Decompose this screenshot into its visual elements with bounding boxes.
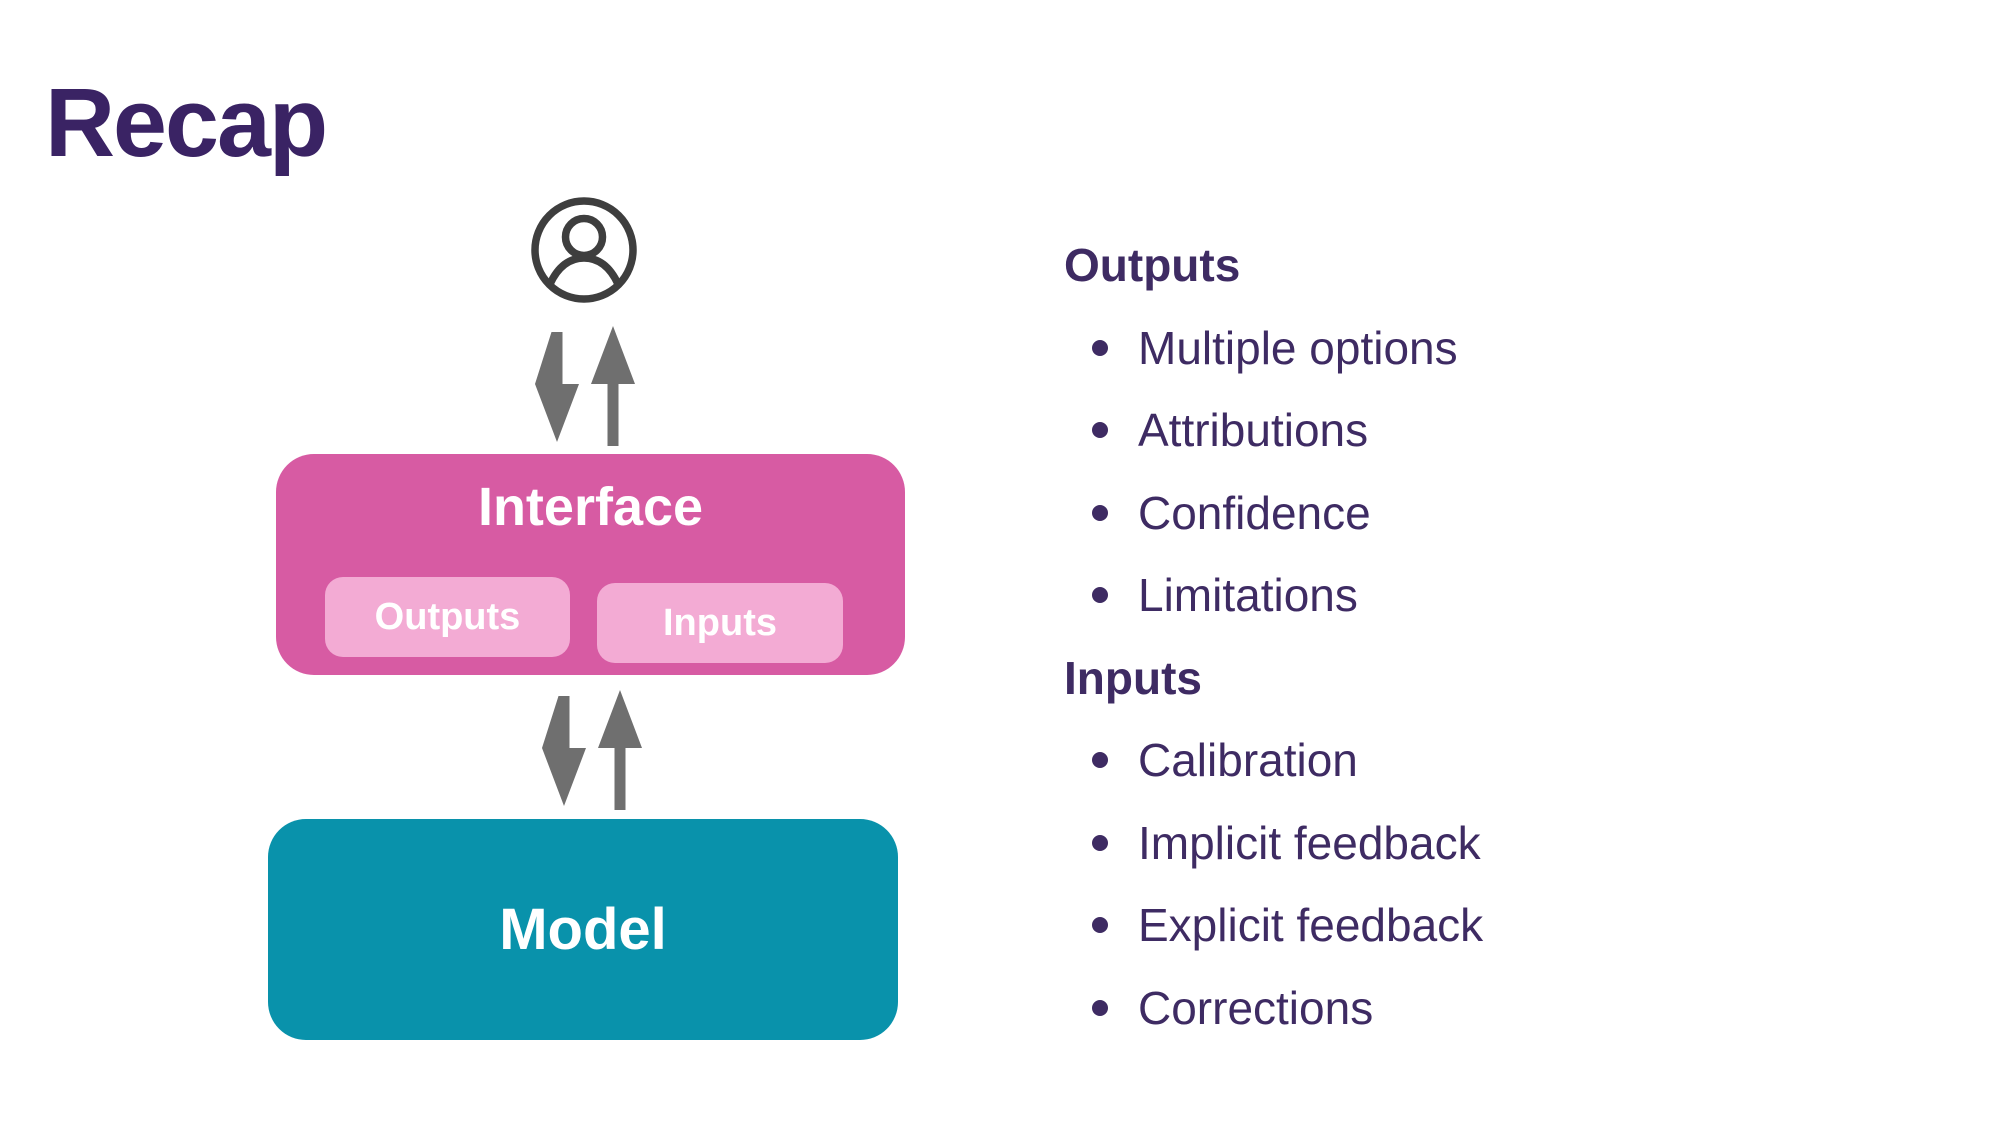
bullet-icon bbox=[1092, 917, 1108, 934]
user-icon bbox=[531, 197, 637, 303]
interface-model-arrows bbox=[542, 690, 642, 810]
bullet-icon bbox=[1092, 752, 1108, 769]
list-item: Explicit feedback bbox=[1064, 884, 1483, 967]
bullet-icon bbox=[1092, 999, 1108, 1016]
list-item: Multiple options bbox=[1064, 307, 1483, 390]
interface-box-label: Interface bbox=[477, 477, 704, 537]
list-item: Calibration bbox=[1064, 719, 1483, 802]
user-interface-arrows bbox=[535, 326, 635, 446]
inputs-section-heading: Inputs bbox=[1064, 651, 1202, 704]
down-arrow-icon bbox=[535, 332, 579, 442]
up-arrow-icon bbox=[598, 690, 642, 810]
bullet-icon bbox=[1092, 422, 1108, 439]
list-item: Limitations bbox=[1064, 554, 1483, 637]
interface-inputs-subbox: Inputs bbox=[597, 583, 843, 663]
up-arrow-icon bbox=[591, 326, 635, 446]
bullet-icon bbox=[1092, 587, 1108, 604]
model-box: Model bbox=[268, 819, 898, 1040]
bullet-icon bbox=[1092, 339, 1108, 356]
interface-outputs-subbox: Outputs bbox=[325, 577, 570, 657]
model-box-label: Model bbox=[499, 897, 667, 962]
outputs-section-heading: Outputs bbox=[1064, 239, 1241, 292]
page-title: Recap bbox=[45, 68, 328, 177]
list-item: Implicit feedback bbox=[1064, 802, 1483, 885]
list-item: Corrections bbox=[1064, 967, 1483, 1050]
down-arrow-icon bbox=[542, 696, 586, 806]
interface-inputs-label: Inputs bbox=[663, 601, 777, 644]
list-item: Attributions bbox=[1064, 389, 1483, 472]
interface-outputs-label: Outputs bbox=[374, 595, 521, 638]
recap-list-panel: Outputs Multiple options Attributions Co… bbox=[1064, 224, 1483, 1049]
interface-box: Interface Outputs Inputs bbox=[276, 454, 905, 675]
bullet-icon bbox=[1092, 834, 1108, 851]
bullet-icon bbox=[1092, 504, 1108, 521]
list-item: Confidence bbox=[1064, 472, 1483, 555]
